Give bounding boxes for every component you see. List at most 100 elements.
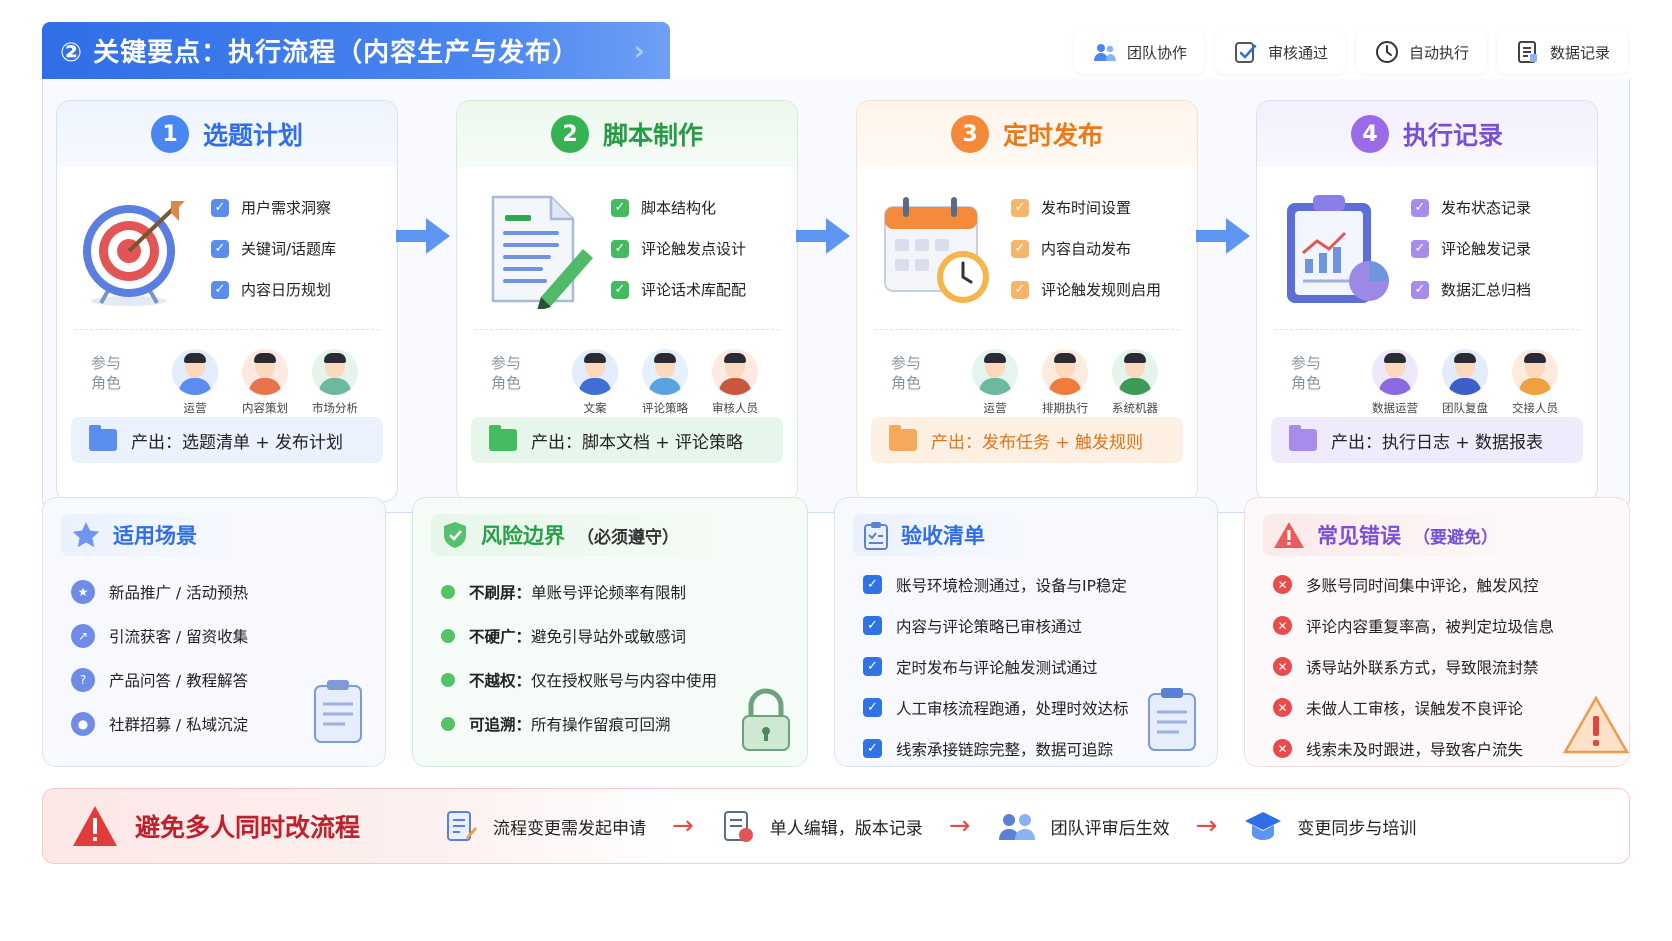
avatar [572,349,618,395]
list-item: ● 社群招募 / 私域沉淀 [71,702,248,746]
item-label: 脚本结构化 [641,199,717,217]
tool-label: 数据记录 [1549,43,1610,62]
item-label: 线索未及时跟进，导致客户流失 [1306,740,1524,759]
avatar [642,349,688,395]
list-item: ✓脚本结构化 [611,187,746,228]
list-item: ✓数据汇总归档 [1411,269,1531,310]
list-item: 不刷屏：单账号评论频率有限制 [441,570,717,614]
check-icon: ✓ [863,616,882,635]
warning-icon [1562,695,1629,754]
list-item: 可追溯：所有操作留痕可回溯 [441,702,717,746]
document-pen-icon [491,195,593,309]
role-avatar: 数据运营 [1367,349,1423,416]
item-label: 诱导站外联系方式，导致限流封禁 [1306,658,1539,677]
tool-data[interactable]: 数据记录 [1496,30,1628,74]
role-avatar: 评论策略 [637,349,693,416]
close-icon: ✕ [1273,698,1292,717]
step-card-header: 3 定时发布 [857,101,1197,167]
rule-value: 仅在授权账号与内容中使用 [531,672,718,690]
list-item: 不越权：仅在授权账号与内容中使用 [441,658,717,702]
item-label: 社群招募 / 私域沉淀 [109,716,249,734]
chevron-right-icon: › [633,34,646,67]
step-card-1: 1 选题计划 ✓用户需求洞察 ✓关键词/话题库 ✓内容日历规划 参与角色 运营 … [56,100,398,502]
check-icon: ✓ [863,657,882,676]
role-label: 参与角色 [1291,354,1322,392]
folder-icon [889,425,917,451]
close-icon: ✕ [1273,657,1292,676]
step-card-2: 2 脚本制作 ✓脚本结构化 ✓评论触发点设计 ✓评论话术库配配 参与角色 文案 … [456,100,798,502]
errors-card: 常见错误 （要避免） ✕多账号同时间集中评论，触发风控 ✕评论内容重复率高，被判… [1244,497,1630,767]
avatar [1512,349,1558,395]
folder-icon [489,425,517,451]
item-label: 数据汇总归档 [1441,281,1532,299]
role-avatar: 排期执行 [1037,349,1093,432]
step-title: 脚本制作 [602,121,703,150]
step-card-header: 2 脚本制作 [457,101,797,167]
clipboard-icon [314,680,362,743]
footer-title: 避免多人同时改流程 [135,813,361,842]
step-number: 2 [550,115,589,153]
role-avatar: 团队复盘 [1437,349,1493,416]
step-label: 单人编辑，版本记录 [769,818,923,839]
tool-auto[interactable]: 自动执行 [1355,30,1487,74]
community-icon: ● [71,712,95,736]
footer-banner: 避免多人同时改流程 流程变更需发起申请 → 单人编辑，版本记录 → 团队评审后生… [42,788,1630,864]
tool-team[interactable]: 团队协作 [1073,30,1205,74]
flow-arrow-icon [1196,218,1250,254]
star-icon [72,522,100,548]
chart-icon: ↗ [71,624,95,648]
check-icon: ✓ [211,198,229,217]
role-name: 审核人员 [712,401,758,415]
item-label: 评论话术库配配 [641,281,747,299]
check-icon: ✓ [1011,198,1029,217]
list-item: ✕线索未及时跟进，导致客户流失 [1273,728,1554,766]
role-avatar: 审核人员 [707,349,763,416]
folder-icon [89,425,117,451]
clipboard-icon [1148,688,1196,751]
tool-label: 自动执行 [1408,43,1469,62]
graduation-cap-icon [1245,812,1282,840]
card-title: 验收清单 [853,514,1025,556]
team-icon [1093,44,1116,61]
item-label: 评论触发记录 [1441,240,1532,258]
clock-icon [1375,41,1398,63]
card-title: 适用场景 [61,514,237,556]
role-name: 交接人员 [1512,401,1558,415]
role-name: 运营 [983,401,1007,415]
tool-label: 团队协作 [1126,43,1187,62]
role-name: 运营 [183,401,207,415]
footer-step: 团队评审后生效 [997,808,1170,844]
divider [1275,329,1579,330]
role-avatar: 运营 [167,349,223,416]
role-label: 参与角色 [91,354,122,392]
role-name: 内容策划 [242,401,288,415]
data-record-icon [1517,41,1537,63]
step-title: 执行记录 [1402,121,1503,150]
question-icon: ? [71,668,95,692]
step-label: 流程变更需发起申请 [493,818,646,839]
list-item: ✓人工审核流程跑通，处理时效达标 [863,687,1129,728]
tool-approved[interactable]: 审核通过 [1214,30,1346,74]
rule-key: 不硬广： [469,628,532,646]
step-card-4: 4 执行记录 ✓发布状态记录 ✓评论触发记录 ✓数据汇总归档 参与角色 数据运营… [1256,100,1598,502]
promo-icon: ★ [71,580,95,604]
list-item: ★新品推广 / 活动预热 [71,570,248,614]
warning-icon [1274,522,1304,548]
avatar [1442,349,1488,395]
check-icon: ✓ [611,280,629,299]
footer-step: 单人编辑，版本记录 [720,808,923,844]
list-item: ✓内容日历规划 [211,269,336,310]
bullet-dot [441,585,455,599]
check-icon: ✓ [211,280,229,299]
item-label: 线索承接链踪完整，数据可追踪 [896,740,1114,759]
shield-icon [444,522,466,548]
item-label: 用户需求洞察 [241,199,332,217]
role-avatars: 运营 排期执行 系统机器人 [967,349,1163,432]
version-doc-icon [723,811,753,842]
step-label: 团队评审后生效 [1050,818,1170,839]
list-item: ✓账号环境检测通过，设备与IP稳定 [863,564,1129,605]
acceptance-list: ✓账号环境检测通过，设备与IP稳定 ✓内容与评论策略已审核通过 ✓定时发布与评论… [863,564,1129,766]
item-label: 产品问答 / 教程解答 [109,672,249,690]
role-avatar: 文案 [567,349,623,416]
calendar-clock-icon [884,197,989,303]
